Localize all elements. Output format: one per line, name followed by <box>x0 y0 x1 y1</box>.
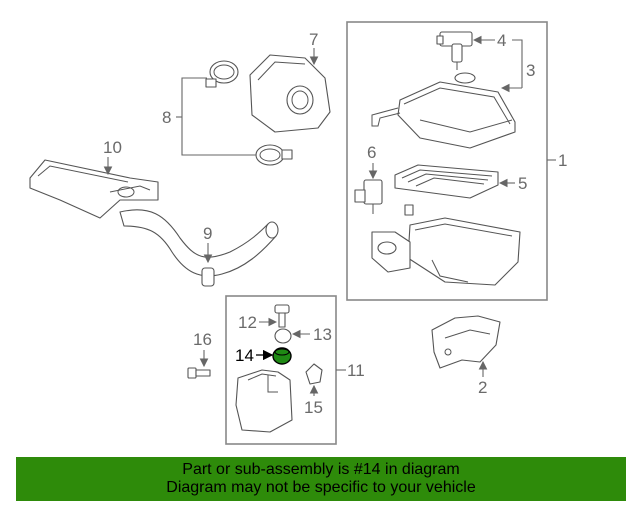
clip-15[interactable] <box>305 363 323 385</box>
air-inlet-duct[interactable] <box>29 159 159 219</box>
mass-air-flow-sensor[interactable] <box>436 31 473 70</box>
air-filter-element[interactable] <box>394 164 499 199</box>
bolt[interactable] <box>274 304 290 328</box>
callout-7[interactable]: 7 <box>309 30 318 49</box>
callout-6[interactable]: 6 <box>367 143 376 162</box>
callout-10[interactable]: 10 <box>103 138 122 157</box>
clip[interactable] <box>404 204 414 216</box>
air-cleaner-cap[interactable] <box>371 72 516 149</box>
hose-clamp-upper[interactable] <box>205 60 239 88</box>
callout-2[interactable]: 2 <box>478 378 487 397</box>
callout-5[interactable]: 5 <box>518 174 527 193</box>
callout-16[interactable]: 16 <box>193 330 212 349</box>
intake-temp-sensor[interactable] <box>354 179 383 214</box>
callout-13[interactable]: 13 <box>313 325 332 344</box>
callout-4[interactable]: 4 <box>497 31 506 50</box>
banner-line-2: Diagram may not be specific to your vehi… <box>166 479 476 496</box>
callout-9[interactable]: 9 <box>203 224 212 243</box>
air-intake-duct[interactable] <box>249 54 331 133</box>
callout-12[interactable]: 12 <box>238 313 257 332</box>
intake-hose[interactable] <box>119 209 279 287</box>
air-cleaner-case[interactable] <box>371 217 521 286</box>
callout-11[interactable]: 11 <box>347 361 365 380</box>
info-banner: Part or sub-assembly is #14 in diagram D… <box>16 457 626 501</box>
resonator[interactable] <box>235 369 293 433</box>
parts-diagram: 1 4 3 5 6 <box>29 21 567 445</box>
bolt-16[interactable] <box>187 367 211 379</box>
callout-1[interactable]: 1 <box>558 151 567 170</box>
callout-14[interactable]: 14 <box>235 346 254 365</box>
hose-clamp-lower[interactable] <box>255 144 293 166</box>
callout-3[interactable]: 3 <box>526 61 535 80</box>
assembly-box-1 <box>346 21 548 301</box>
grommet[interactable] <box>274 328 292 344</box>
banner-line-1: Part or sub-assembly is #14 in diagram <box>182 461 460 478</box>
highlighted-part-14[interactable] <box>272 347 292 365</box>
callout-8[interactable]: 8 <box>162 108 171 127</box>
callout-15[interactable]: 15 <box>304 398 323 417</box>
bracket[interactable] <box>431 315 501 369</box>
